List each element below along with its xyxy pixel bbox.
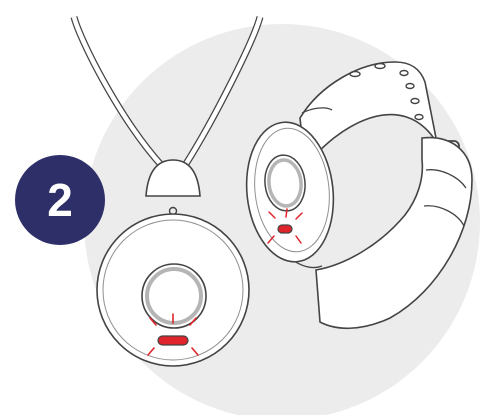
step-number: 2 [47,174,73,226]
wristband-indicator-light [278,225,292,233]
step-badge: 2 [15,155,105,245]
pendant-indicator-light [158,336,188,345]
